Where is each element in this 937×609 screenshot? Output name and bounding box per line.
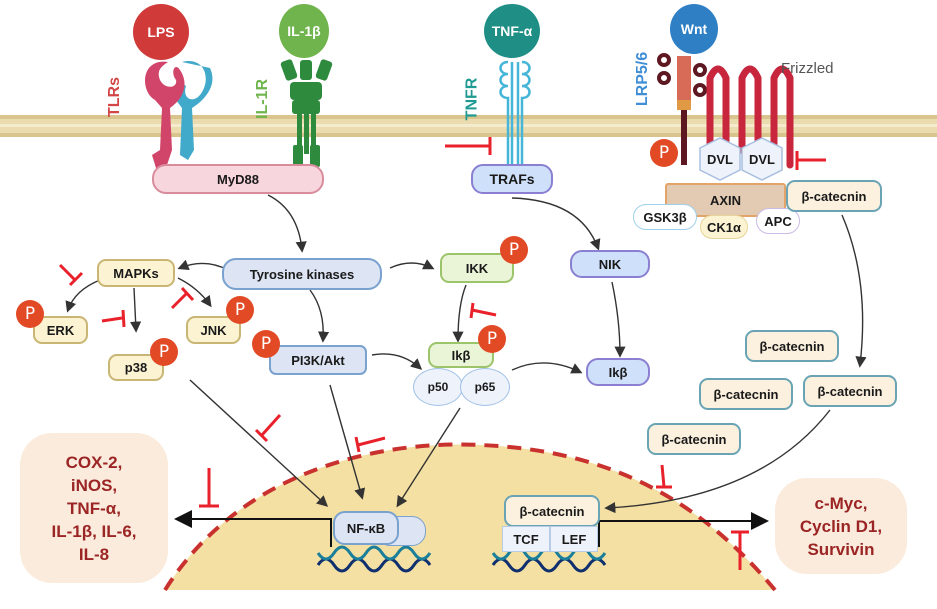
arrow-mapk-to-nfkb bbox=[189, 379, 329, 507]
arrow-pi3k-to-nfkb bbox=[329, 384, 366, 500]
bcat-cytoplasm-4: β-catecnin bbox=[647, 423, 741, 455]
il1r-label: IL-1R bbox=[254, 79, 271, 119]
dna-helix-nfkb bbox=[316, 545, 432, 573]
gene-il1b-il6: IL-1β, IL-6, bbox=[51, 521, 137, 541]
inhibit-left-output bbox=[199, 468, 219, 508]
tnfr-receptor bbox=[499, 60, 531, 165]
arrow-bcat-to-nucleus bbox=[604, 409, 831, 514]
dvl-node-2: DVL bbox=[749, 151, 775, 167]
arrow-mapks-to-erk bbox=[65, 279, 101, 313]
phospho-icon-pi3k: P bbox=[252, 330, 280, 358]
lef-node: LEF bbox=[550, 526, 598, 552]
inhibit-ikb bbox=[469, 302, 497, 319]
gene-survivin: Survivin bbox=[807, 539, 875, 559]
arrow-nfkb-to-left-output bbox=[174, 510, 332, 547]
arrow-ikb-to-free-ikb bbox=[511, 362, 583, 374]
nik-node: NIK bbox=[570, 250, 650, 278]
dvl-node-1: DVL bbox=[707, 151, 733, 167]
bcat-cytoplasm-2: β-catecnin bbox=[699, 378, 793, 410]
lrp56-label: LRP5/6 bbox=[634, 51, 652, 107]
activation-arrows bbox=[65, 194, 867, 514]
bcat-complex-node: β-catecnin bbox=[786, 180, 882, 212]
gene-cox2: COX-2, bbox=[65, 452, 123, 472]
wnt-target-genes: c-Myc, Cyclin D1, Survivin bbox=[775, 478, 907, 574]
phospho-icon-ikk: P bbox=[500, 236, 528, 264]
arrow-myd88-to-tyrosine bbox=[267, 194, 307, 253]
p50-node: p50 bbox=[413, 368, 463, 406]
arrow-trafs-to-nik bbox=[511, 197, 601, 251]
tcf-node: TCF bbox=[502, 526, 550, 552]
nfkb-node: NF-κB bbox=[333, 511, 399, 545]
inhibit-mapk-nfkb bbox=[254, 413, 282, 443]
phospho-icon-p38: P bbox=[150, 338, 178, 366]
ikk-node: IKK bbox=[440, 253, 514, 283]
tnfa-ligand: TNF-α bbox=[484, 4, 540, 58]
nuclear-envelope bbox=[163, 442, 777, 592]
arrow-bcat-to-cytoplasm bbox=[841, 214, 867, 368]
mapks-node: MAPKs bbox=[97, 259, 175, 287]
inhibit-dvl bbox=[795, 151, 826, 170]
inhibit-tnfr bbox=[445, 137, 492, 155]
ck1a-node: CK1α bbox=[700, 215, 748, 239]
wnt-ligand: Wnt bbox=[670, 4, 718, 54]
inhibit-pi3k-nfkb bbox=[354, 436, 386, 453]
arrow-tyrosine-to-mapks bbox=[177, 259, 229, 271]
arrow-tyrosine-to-pi3k bbox=[309, 289, 330, 343]
apc-node: APC bbox=[756, 208, 800, 234]
inhibit-mapks bbox=[58, 263, 84, 287]
phospho-icon-jnk: P bbox=[226, 296, 254, 324]
gene-tnfa: TNF-α, bbox=[67, 498, 121, 518]
arrow-nik-to-ikb bbox=[611, 281, 626, 358]
lps-ligand: LPS bbox=[133, 4, 189, 60]
arrow-p65-to-nfkb bbox=[396, 407, 461, 508]
trafs-node: TRAFs bbox=[471, 164, 553, 194]
arrow-pi3k-to-ikb bbox=[371, 353, 423, 370]
gene-inos: iNOS, bbox=[70, 475, 118, 495]
nucleus bbox=[165, 444, 775, 590]
tlr-receptor bbox=[145, 61, 213, 169]
arrow-ikk-to-ikb bbox=[452, 284, 467, 343]
ikb-bound-node: Ikβ bbox=[428, 342, 494, 368]
inhibit-jnk bbox=[170, 286, 195, 310]
p65-node: p65 bbox=[460, 368, 510, 406]
arrow-mapks-to-jnk bbox=[177, 277, 212, 308]
lrp56-receptor bbox=[657, 53, 707, 165]
gene-il8: IL-8 bbox=[78, 544, 110, 564]
bcat-cytoplasm-1: β-catecnin bbox=[745, 330, 839, 362]
arrow-tyrosine-to-ikk bbox=[389, 259, 435, 270]
frizzled-label: Frizzled bbox=[781, 60, 834, 77]
bcat-cytoplasm-3: β-catecnin bbox=[803, 375, 897, 407]
phospho-icon-lrp56: P bbox=[650, 139, 678, 167]
nfkb-target-genes: COX-2, iNOS, TNF-α, IL-1β, IL-6, IL-8 bbox=[20, 433, 168, 583]
gene-cmyc: c-Myc, bbox=[814, 493, 868, 513]
erk-node: ERK bbox=[33, 316, 88, 344]
tlrs-label: TLRs bbox=[106, 77, 123, 117]
il1r-receptor bbox=[280, 59, 333, 167]
bcat-nucleus-node: β-catecnin bbox=[504, 495, 600, 527]
tyrosine-kinases-node: Tyrosine kinases bbox=[222, 258, 382, 290]
pi3k-akt-node: PI3K/Akt bbox=[269, 345, 367, 375]
phospho-icon-erk: P bbox=[16, 300, 44, 328]
frizzled-receptor bbox=[706, 65, 794, 169]
cell-membrane bbox=[0, 115, 937, 137]
gene-cyclin-d1: Cyclin D1, bbox=[799, 516, 883, 536]
myd88-node: MyD88 bbox=[152, 164, 324, 194]
inhibit-right-output bbox=[731, 530, 749, 570]
arrow-mapks-to-p38 bbox=[130, 287, 142, 333]
inhibit-p38 bbox=[101, 309, 126, 328]
phospho-icon-ikb: P bbox=[478, 325, 506, 353]
dvl-hexagons bbox=[699, 137, 783, 181]
il1b-ligand: IL-1β bbox=[279, 4, 329, 58]
gsk3b-node: GSK3β bbox=[633, 204, 697, 230]
ikb-free-node: Ikβ bbox=[586, 358, 650, 386]
inhibition-marks bbox=[58, 137, 826, 570]
tnfr-label: TNFR bbox=[463, 77, 481, 121]
inhibit-bcat-nucleus bbox=[656, 464, 672, 489]
